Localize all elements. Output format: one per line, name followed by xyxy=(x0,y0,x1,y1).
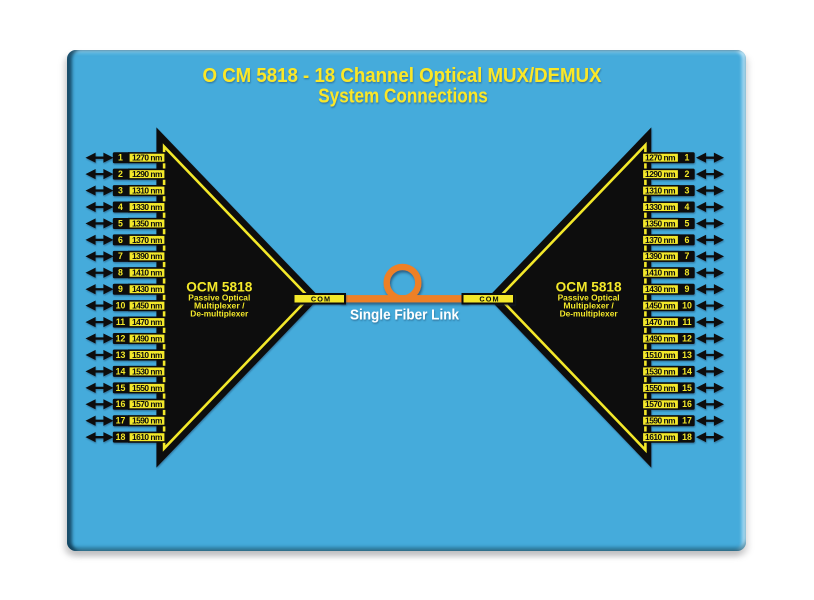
svg-text:1370 nm: 1370 nm xyxy=(132,235,163,245)
svg-text:1410 nm: 1410 nm xyxy=(645,268,676,278)
svg-text:6: 6 xyxy=(685,235,690,245)
svg-text:1310 nm: 1310 nm xyxy=(645,185,676,195)
svg-text:De-multiplexer: De-multiplexer xyxy=(190,310,248,319)
svg-text:9: 9 xyxy=(685,284,690,294)
svg-text:7: 7 xyxy=(685,251,690,261)
svg-text:COM: COM xyxy=(479,294,499,303)
svg-text:6: 6 xyxy=(118,235,123,245)
svg-text:COM: COM xyxy=(311,294,331,303)
svg-text:3: 3 xyxy=(118,185,123,195)
svg-text:1330 nm: 1330 nm xyxy=(645,202,676,212)
svg-text:12: 12 xyxy=(116,333,126,343)
svg-text:OCM 5818: OCM 5818 xyxy=(186,279,252,294)
svg-text:9: 9 xyxy=(118,284,123,294)
svg-text:1: 1 xyxy=(685,153,690,163)
svg-text:System Connections: System Connections xyxy=(318,85,488,107)
svg-text:14: 14 xyxy=(682,366,692,376)
svg-text:Multiplexer /: Multiplexer / xyxy=(194,302,245,311)
svg-text:1570 nm: 1570 nm xyxy=(645,399,676,409)
svg-text:14: 14 xyxy=(116,366,126,376)
svg-text:1390 nm: 1390 nm xyxy=(645,251,676,261)
svg-text:Passive Optical: Passive Optical xyxy=(558,293,620,302)
svg-text:1590 nm: 1590 nm xyxy=(645,416,676,426)
svg-text:1290 nm: 1290 nm xyxy=(132,169,163,179)
svg-text:1: 1 xyxy=(118,153,123,163)
svg-text:1450 nm: 1450 nm xyxy=(132,301,163,311)
svg-text:1350 nm: 1350 nm xyxy=(132,218,163,228)
svg-text:3: 3 xyxy=(685,185,690,195)
svg-text:1530 nm: 1530 nm xyxy=(132,366,163,376)
svg-text:10: 10 xyxy=(682,301,692,311)
svg-text:Single Fiber Link: Single Fiber Link xyxy=(350,306,460,323)
svg-text:13: 13 xyxy=(682,350,692,360)
svg-text:1290 nm: 1290 nm xyxy=(645,169,676,179)
svg-text:5: 5 xyxy=(118,218,123,228)
svg-text:OCM 5818: OCM 5818 xyxy=(556,279,622,294)
svg-text:1550 nm: 1550 nm xyxy=(645,383,676,393)
svg-text:17: 17 xyxy=(682,416,692,426)
svg-text:11: 11 xyxy=(116,317,125,327)
svg-text:8: 8 xyxy=(118,268,123,278)
svg-text:1550 nm: 1550 nm xyxy=(132,383,163,393)
svg-text:1270 nm: 1270 nm xyxy=(645,153,676,163)
svg-text:1390 nm: 1390 nm xyxy=(132,251,163,261)
svg-text:2: 2 xyxy=(685,169,690,179)
svg-text:1510 nm: 1510 nm xyxy=(645,350,676,360)
svg-text:1310 nm: 1310 nm xyxy=(132,185,163,195)
svg-text:10: 10 xyxy=(116,301,126,311)
svg-text:15: 15 xyxy=(116,383,126,393)
svg-text:1450 nm: 1450 nm xyxy=(645,301,676,311)
svg-text:Passive Optical: Passive Optical xyxy=(188,293,250,302)
svg-text:O CM 5818 - 18 Channel Optical: O CM 5818 - 18 Channel Optical MUX/DEMUX xyxy=(203,65,603,87)
svg-text:1610 nm: 1610 nm xyxy=(645,432,676,442)
svg-text:1470 nm: 1470 nm xyxy=(132,317,163,327)
svg-text:17: 17 xyxy=(116,416,126,426)
svg-text:13: 13 xyxy=(116,350,126,360)
svg-text:1610 nm: 1610 nm xyxy=(132,432,163,442)
svg-text:1370 nm: 1370 nm xyxy=(645,235,676,245)
svg-text:18: 18 xyxy=(116,432,126,442)
svg-text:1430 nm: 1430 nm xyxy=(132,284,163,294)
svg-text:1490 nm: 1490 nm xyxy=(132,333,163,343)
svg-text:16: 16 xyxy=(116,399,126,409)
svg-text:1530 nm: 1530 nm xyxy=(645,366,676,376)
svg-text:8: 8 xyxy=(685,268,690,278)
svg-text:2: 2 xyxy=(118,169,123,179)
svg-text:1490 nm: 1490 nm xyxy=(645,333,676,343)
svg-text:4: 4 xyxy=(685,202,690,212)
svg-text:16: 16 xyxy=(682,399,692,409)
svg-text:15: 15 xyxy=(682,383,692,393)
svg-text:1430 nm: 1430 nm xyxy=(645,284,676,294)
svg-text:7: 7 xyxy=(118,251,123,261)
svg-text:11: 11 xyxy=(682,317,691,327)
svg-text:1590 nm: 1590 nm xyxy=(132,416,163,426)
svg-text:1470 nm: 1470 nm xyxy=(645,317,676,327)
svg-text:De-multiplexer: De-multiplexer xyxy=(560,310,618,319)
svg-text:18: 18 xyxy=(682,432,692,442)
svg-text:1350 nm: 1350 nm xyxy=(645,218,676,228)
svg-text:1270 nm: 1270 nm xyxy=(132,153,163,163)
svg-text:1330 nm: 1330 nm xyxy=(132,202,163,212)
svg-text:1410 nm: 1410 nm xyxy=(132,268,163,278)
svg-text:Multiplexer /: Multiplexer / xyxy=(563,302,614,311)
svg-text:1510 nm: 1510 nm xyxy=(132,350,163,360)
svg-text:12: 12 xyxy=(682,333,692,343)
svg-text:5: 5 xyxy=(685,218,690,228)
svg-text:4: 4 xyxy=(118,202,123,212)
svg-text:1570 nm: 1570 nm xyxy=(132,399,163,409)
